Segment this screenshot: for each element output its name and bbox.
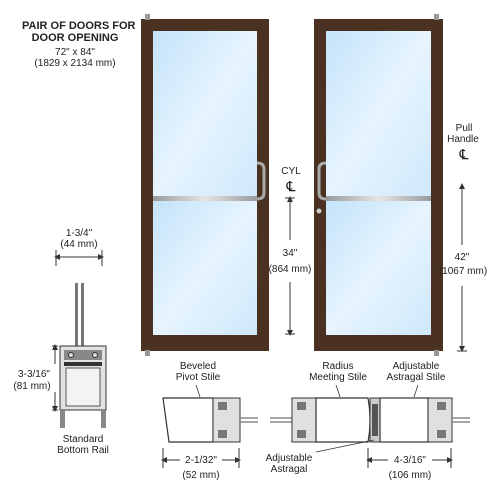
pull-handle-label-2: Handle <box>447 134 479 145</box>
dim-2132-mm: (52 mm) <box>182 470 220 481</box>
left-door <box>141 14 269 356</box>
dim-4316-line <box>366 448 453 468</box>
leader-lines <box>195 384 419 453</box>
dim-3316-mm: (81 mm) <box>13 381 51 392</box>
dim-34-in: 34" <box>282 248 298 259</box>
right-pull-handle <box>317 161 327 201</box>
dim-4316-mm: (106 mm) <box>388 470 432 481</box>
adj-astragal-label-1: Adjustable <box>265 453 313 464</box>
cylinder-lock <box>316 208 322 214</box>
left-lower-glass <box>153 201 257 335</box>
radius-label-1: Radius <box>322 361 354 372</box>
beveled-pivot-stile <box>162 397 258 443</box>
left-top-pivot <box>145 14 150 20</box>
right-lower-glass <box>326 201 431 335</box>
cyl-label: CYL <box>281 166 301 177</box>
dim-134-in: 1-3/4" <box>65 228 93 239</box>
beveled-label-1: Beveled <box>179 361 217 372</box>
dim-42-in: 42" <box>454 252 470 263</box>
adj-stile-label-2: Astragal Stile <box>386 372 446 383</box>
adj-stile-label-1: Adjustable <box>392 361 440 372</box>
beveled-label-2: Pivot Stile <box>175 372 221 383</box>
title-size-mm: (1829 x 2134 mm) <box>34 58 116 69</box>
pull-handle-label-1: Pull <box>455 123 473 134</box>
dim-42-line <box>457 183 467 352</box>
dim-42-mm: (1067 mm) <box>438 266 488 277</box>
right-push-bar <box>326 196 431 201</box>
title-line1: PAIR OF DOORS FOR <box>22 20 136 32</box>
dim-3316-in: 3-3/16" <box>18 369 50 380</box>
right-door <box>314 14 443 356</box>
dim-134-line <box>54 250 104 266</box>
left-upper-glass <box>153 31 257 196</box>
radius-label-2: Meeting Stile <box>309 372 367 383</box>
dim-4316-in: 4-3/16" <box>394 455 426 466</box>
bottom-rail-profile <box>59 283 107 428</box>
dim-34-line <box>285 196 295 336</box>
dim-3316-line <box>52 344 58 412</box>
dim-134-mm: (44 mm) <box>60 239 98 250</box>
meeting-stiles <box>270 397 470 443</box>
bottom-rail-label-1: Standard <box>62 434 104 445</box>
right-bottom-pivot <box>434 350 439 356</box>
centerline-icon: ℄ <box>459 146 469 162</box>
right-upper-glass <box>326 31 431 196</box>
dim-34-mm: (864 mm) <box>268 264 312 275</box>
left-push-bar <box>153 196 257 201</box>
title-line2: DOOR OPENING <box>31 32 119 44</box>
left-pull-handle <box>256 161 266 201</box>
dim-2132-in: 2-1/32" <box>185 455 217 466</box>
bottom-rail-label-2: Bottom Rail <box>57 445 109 456</box>
cyl-centerline-icon: ℄ <box>286 178 296 194</box>
left-bottom-pivot <box>145 350 150 356</box>
dim-2132-line <box>161 448 241 468</box>
right-top-pivot <box>434 14 439 20</box>
adj-astragal-label-2: Astragal <box>270 464 308 475</box>
title-size-in: 72" x 84" <box>55 47 95 58</box>
